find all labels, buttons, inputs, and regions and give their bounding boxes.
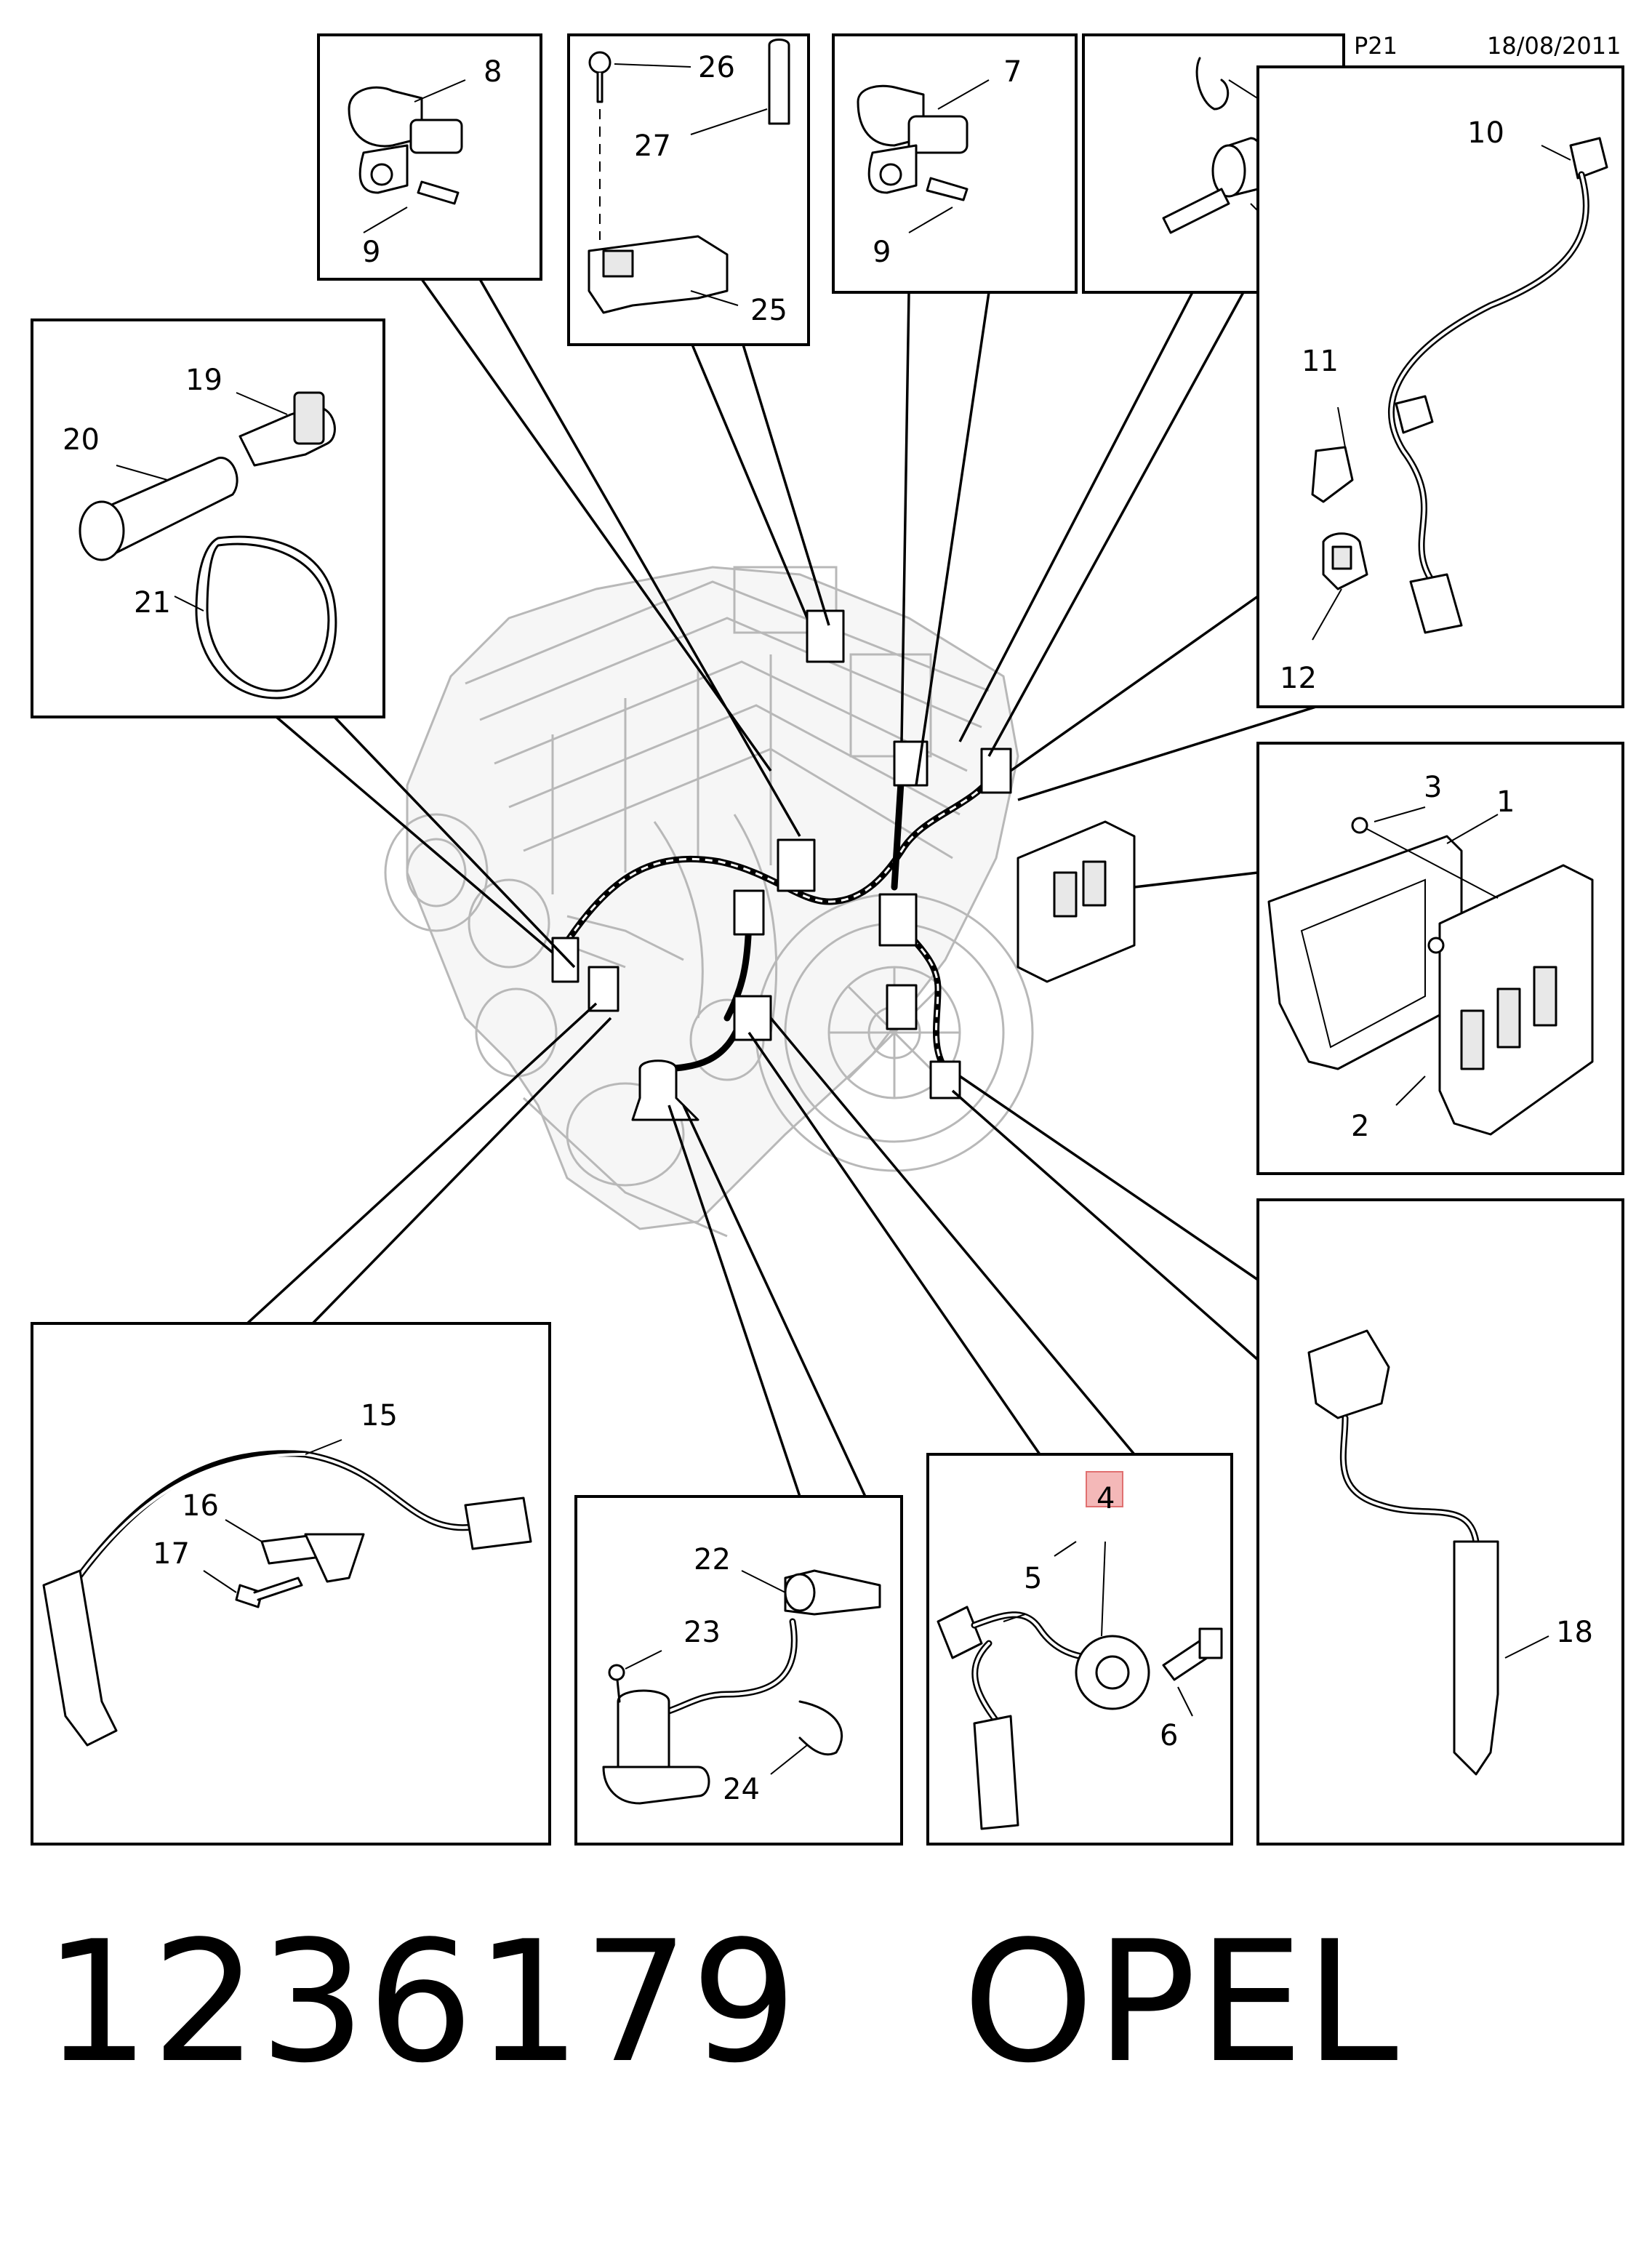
callout-2[interactable]: 2 [1351,1110,1369,1143]
callout-box-oxygen-sensor-right: 18 [1256,1198,1624,1846]
callout-21[interactable]: 21 [134,586,171,620]
callout-16[interactable]: 16 [182,1489,219,1523]
highlight-marker [1086,1471,1123,1507]
callout-7[interactable]: 7 [1003,55,1022,89]
callout-box-crankshaft-sensor: 8 9 [317,33,542,281]
callout-box-oxygen-sensor-upper: 10 11 12 [1256,65,1624,708]
callout-25[interactable]: 25 [750,294,787,327]
callout-6[interactable]: 6 [1160,1719,1178,1752]
engine-wiring-harness [551,609,1136,1121]
callout-box-knock-sensor: 4 5 6 [926,1453,1233,1846]
callout-box-oil-pressure-switch: 19 20 21 [31,318,385,718]
callout-22[interactable]: 22 [694,1543,731,1576]
callout-5[interactable]: 5 [1024,1562,1042,1595]
callout-23[interactable]: 23 [683,1616,721,1649]
callout-3[interactable]: 3 [1424,771,1442,804]
engine-illustration [384,566,1034,1238]
callout-10[interactable]: 10 [1467,116,1504,150]
callout-11[interactable]: 11 [1302,345,1339,378]
callout-8[interactable]: 8 [484,55,502,89]
callout-box-oil-level-sensor: 22 23 24 [574,1495,903,1846]
callout-26[interactable]: 26 [698,51,735,84]
callout-1[interactable]: 1 [1496,785,1515,819]
callout-17[interactable]: 17 [153,1537,190,1571]
callout-box-engine-control-module: 3 1 2 [1256,742,1624,1175]
part-number: 1236179 [44,1906,799,2100]
callout-leader-lines [246,278,1317,1497]
date-stamp: 18/08/2011 [1487,32,1621,60]
callout-9b[interactable]: 9 [873,236,891,269]
callout-15[interactable]: 15 [361,1399,398,1432]
callout-9a[interactable]: 9 [362,236,380,269]
callout-4[interactable]: 4 [1096,1482,1115,1515]
page-code: P21 [1354,32,1398,60]
callout-12[interactable]: 12 [1280,662,1317,695]
callout-box-map-sensor: 26 27 25 [567,33,810,346]
footer-title: 1236179 OPEL [44,1920,1400,2087]
callout-18[interactable]: 18 [1556,1616,1593,1649]
callout-27[interactable]: 27 [634,129,671,163]
callout-19[interactable]: 19 [185,364,222,397]
callout-box-camshaft-sensor: 7 9 [832,33,1078,294]
brand-name: OPEL [962,1906,1400,2100]
callout-24[interactable]: 24 [723,1773,760,1806]
callout-20[interactable]: 20 [63,423,100,457]
callout-box-oxygen-sensor-lower: 15 16 17 [31,1322,551,1846]
